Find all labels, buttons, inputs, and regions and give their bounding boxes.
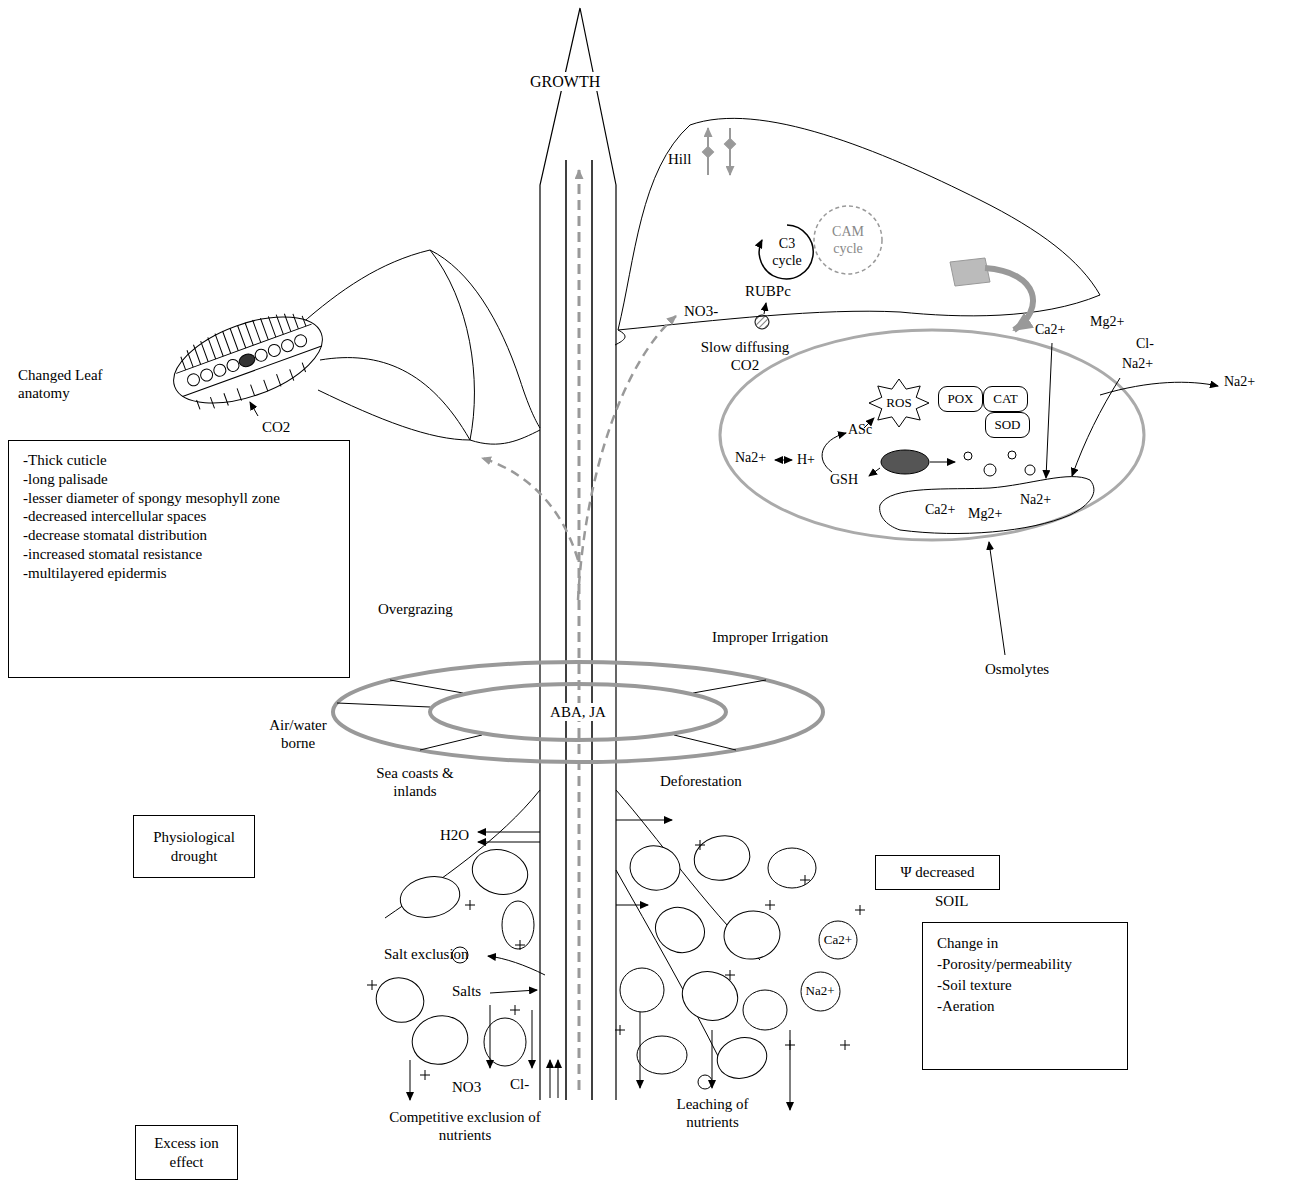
annotation-label: GSH [830,472,858,489]
annotation-label: Hill [668,150,691,168]
annotation-label: Ca2+ [1035,322,1065,339]
node-text: -decrease stomatal distribution [23,526,335,545]
enzyme-box: SOD [985,412,1030,438]
left-leaf [162,250,540,444]
annotation-label: NO3 [452,1078,481,1096]
node-text: Physiological drought [140,828,248,866]
annotation-label: Ca2+ [925,502,955,519]
annotation-label: Mg2+ [1090,314,1124,331]
node-text: -lesser diameter of spongy mesophyll zon… [23,489,335,508]
stem [540,8,616,1100]
node-text: SOD [994,417,1020,433]
annotation-label: Deforestation [660,772,742,790]
enzyme-box: POX [938,386,983,412]
annotation-label: Na2+ [735,450,766,467]
node-outline-shape [869,379,929,427]
node-outline-shape [819,921,857,959]
annotation-label: Salts [452,982,481,1000]
node-text: ROS [886,395,911,411]
annotation-label: Cl- [510,1075,529,1093]
cell [720,330,1218,655]
annotation-label: SOIL [935,892,968,910]
annotation-label: Sea coasts & inlands [360,764,470,800]
annotation-label: H+ [797,452,815,469]
node-text: -decreased intercellular spaces [23,507,335,526]
node-text: -long palisade [23,470,335,489]
soil-and-roots [367,790,865,1110]
anatomy-list-box: -Thick cuticle-long palisade-lesser diam… [8,440,350,678]
effect-box: Ψ decreased [875,855,1000,890]
ros-star: ROS [868,378,930,428]
soil-change-box: Change in-Porosity/permeability-Soil tex… [922,922,1128,1070]
annotation-label: GROWTH [528,72,602,91]
annotation-label: Improper Irrigation [712,628,828,646]
node-text: -Soil texture [937,975,1113,996]
annotation-label: Air/water borne [262,716,334,752]
cycle-circle: CAM cycle [812,204,884,276]
annotation-label: Salt exclusion [384,945,469,963]
node-text: CAT [993,391,1018,407]
node-text: Ψ decreased [901,863,975,882]
node-text: -Thick cuticle [23,451,335,470]
node-text: CAM cycle [822,223,874,258]
ion-circle: Na2+ [799,970,842,1013]
enzyme-box: CAT [983,386,1028,412]
annotation-label: CO2 [262,418,290,436]
annotation-label: C3 cycle [767,236,807,270]
annotation-label: RUBPc [745,282,791,300]
node-text: Na2+ [806,983,835,999]
annotation-label: Na2+ [1020,492,1051,509]
annotation-label: Na2+ [1224,374,1255,391]
effect-box: Excess ion effect [135,1125,238,1180]
annotation-label: Na2+ [1122,356,1153,373]
node-outline [812,204,884,276]
node-text: -Aeration [937,996,1113,1017]
ion-circle: Ca2+ [817,919,859,961]
node-text: Ca2+ [824,932,852,948]
node-outline-shape [801,972,840,1011]
node-outline-shape [430,684,726,740]
annotation-label: Osmolytes [985,660,1049,678]
annotation-label: Mg2+ [968,506,1002,523]
annotation-label: NO3- [684,302,718,320]
annotation-label: Overgrazing [378,600,453,618]
node-text: Excess ion effect [142,1134,231,1172]
node-text: ABA, JA [546,703,610,722]
node-text: -increased stomatal resistance [23,545,335,564]
salinity-ring [333,662,823,762]
annotation-label: ASc [848,422,872,439]
right-leaf [482,118,1100,600]
node-text: Change in [937,933,1113,954]
node-text: -multilayered epidermis [23,564,335,583]
hormone-ellipse: ABA, JA [428,682,728,742]
annotation-label: Slow diffusing CO2 [690,338,800,374]
annotation-label: H2O [440,826,469,844]
node-text: -Porosity/permeability [937,954,1113,975]
annotation-label: Changed Leaf anatomy [18,366,133,402]
effect-box: Physiological drought [133,815,255,878]
annotation-label: Leaching of nutrients [650,1095,775,1131]
node-outline-shape [814,206,882,274]
annotation-label: Cl- [1136,336,1154,353]
annotation-label: Competitive exclusion of nutrients [365,1108,565,1144]
node-text: POX [947,391,973,407]
